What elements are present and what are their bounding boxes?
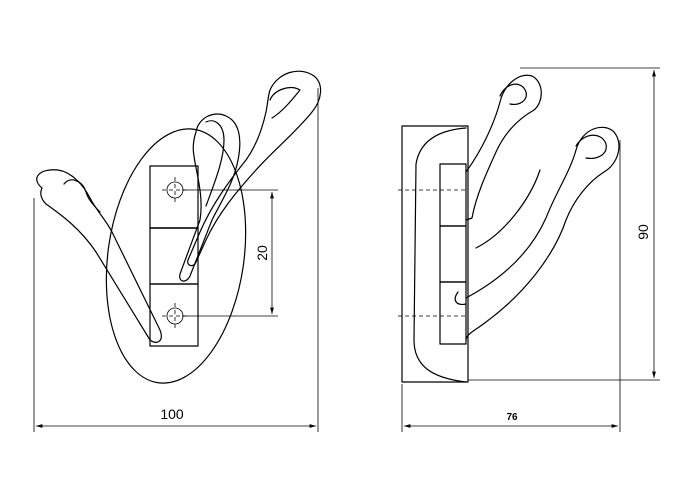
- side-base-profile: [413, 127, 467, 383]
- center-hook-arm: [179, 113, 241, 282]
- dimension-height-side: 90: [468, 67, 660, 381]
- dimension-label-20: 20: [254, 245, 270, 261]
- dimension-label-90: 90: [635, 224, 651, 240]
- side-lower-hook: [465, 126, 620, 341]
- side-wall-plate: [401, 125, 469, 383]
- side-hook-joint: [454, 291, 467, 305]
- dimension-label-100: 100: [160, 406, 184, 422]
- side-lower-hook-inner: [475, 169, 541, 249]
- mounting-bracket: [149, 165, 199, 347]
- side-lower-hook-tip: [575, 134, 607, 159]
- left-hook-tip-detail: [63, 179, 101, 213]
- side-view: 90 76: [398, 67, 660, 432]
- front-view: 20 100: [33, 70, 322, 432]
- left-hook-arm: [36, 169, 162, 343]
- side-upper-hook-tip: [499, 83, 527, 105]
- side-bracket: [439, 163, 467, 345]
- dimension-hole-spacing: 20: [182, 189, 278, 317]
- right-hook-arm: [187, 70, 322, 267]
- right-hook-tip-detail: [269, 87, 301, 119]
- side-upper-hook: [465, 74, 542, 221]
- dimension-label-76: 76: [506, 412, 518, 423]
- oval-base-plate: [105, 128, 247, 384]
- center-hook-tip-detail: [205, 120, 225, 207]
- dimension-width-front: 100: [33, 88, 319, 432]
- dimension-depth-side: 76: [401, 140, 621, 432]
